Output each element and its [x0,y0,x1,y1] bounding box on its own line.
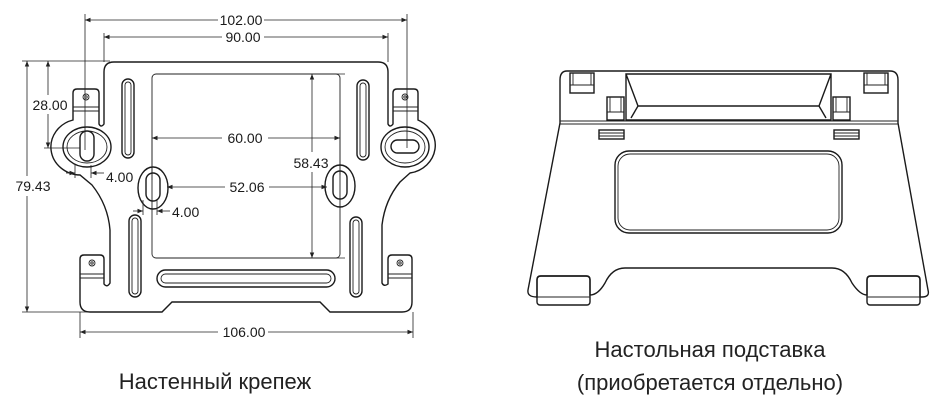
dim-102: 102.00 [220,12,263,28]
dim-60: 60.00 [227,130,262,146]
dim-4-keyhole: 4.00 [172,204,199,220]
bracket-outline [50,61,436,313]
dim-90: 90.00 [225,29,260,45]
desk-stand [527,70,930,306]
stand-feet [536,275,921,306]
wall-mount-caption: Настенный крепеж [118,369,312,394]
dim-52-06: 52.06 [229,179,264,195]
ear-mount-holes [62,126,430,168]
wall-mount-bracket [50,61,436,313]
dim-79-43: 79.43 [15,178,50,194]
dimension-lines: 102.00 90.00 60.00 52.06 58.43 28.00 79.… [15,12,414,340]
stand-vents [598,129,860,140]
mounting-tabs [73,93,418,279]
dim-4-ear: 4.00 [106,169,133,185]
desk-stand-note: (приобретается отдельно) [576,370,844,395]
stand-outline [527,70,930,298]
dim-28: 28.00 [32,97,67,113]
stand-window [614,150,843,234]
stand-recess [625,73,832,121]
slots [121,78,370,298]
stand-clips [569,72,889,121]
dim-106: 106.00 [223,324,266,340]
dim-58-43: 58.43 [293,155,328,171]
desk-stand-caption: Настольная подставка [594,337,826,362]
